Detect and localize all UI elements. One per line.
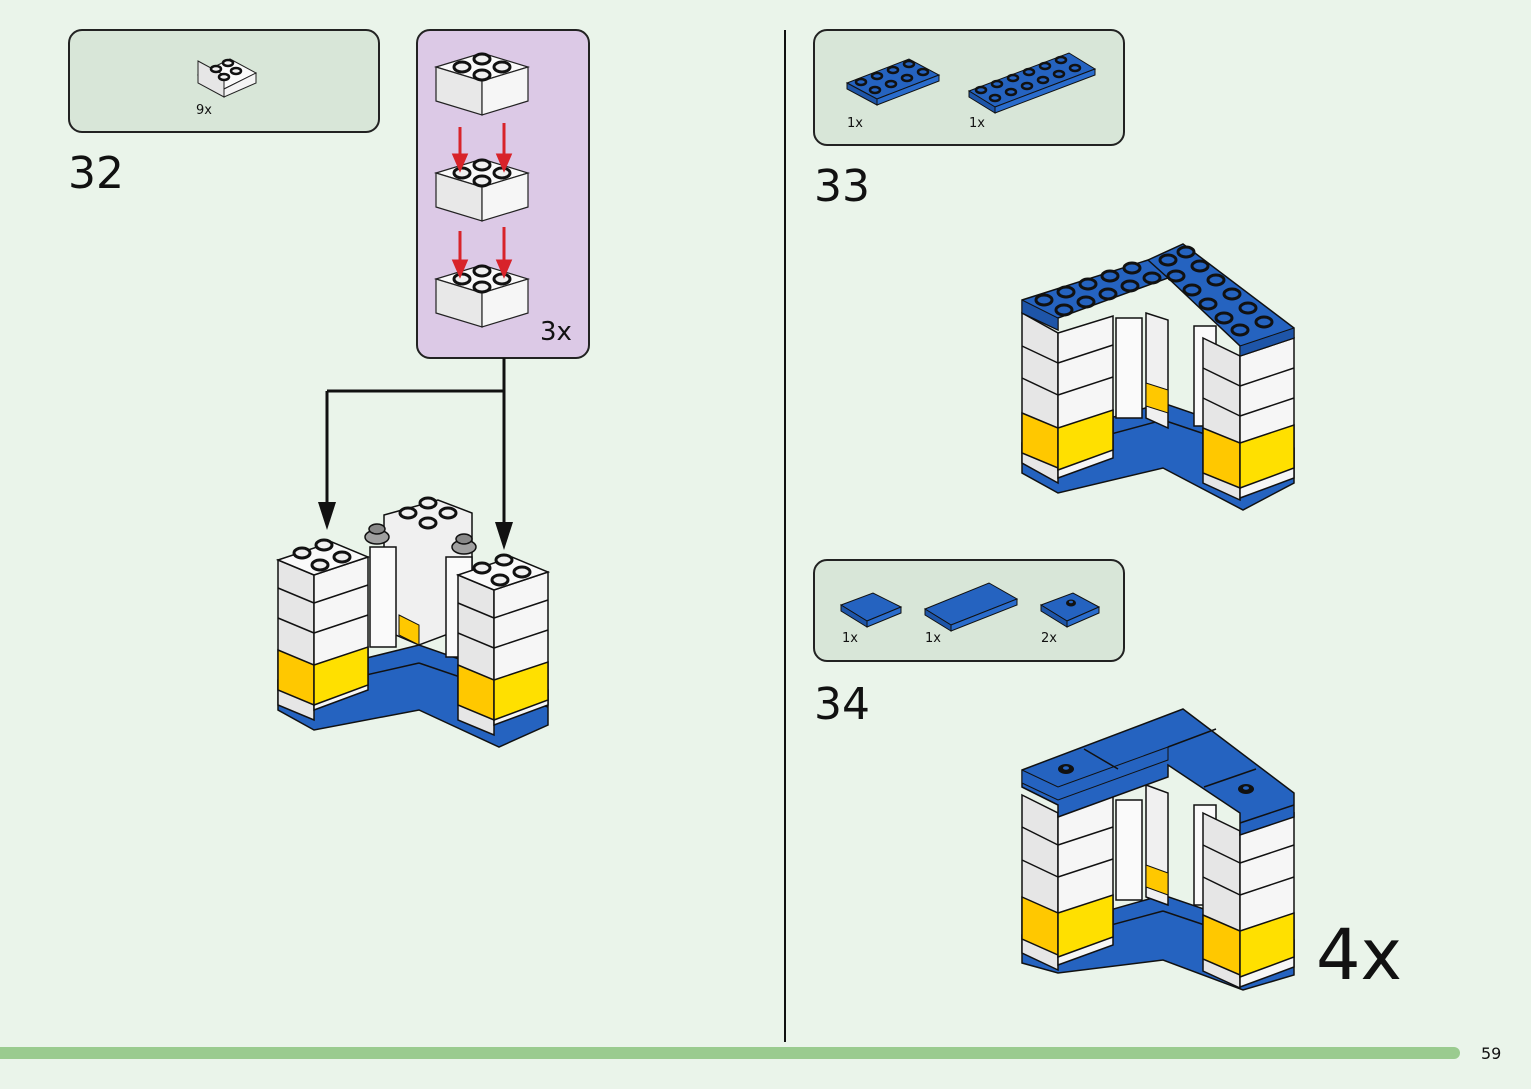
part-qty: 1x	[842, 631, 858, 646]
part-qty: 2x	[1041, 631, 1057, 646]
blue-jumper-plate-icon	[1039, 592, 1101, 628]
step-32-parts-callout: 9x	[68, 29, 380, 133]
step-34-model	[1021, 708, 1295, 991]
footer-progress-bar	[0, 1047, 1460, 1059]
part-qty: 1x	[847, 116, 863, 131]
part-qty: 1x	[925, 631, 941, 646]
part-qty: 9x	[196, 103, 212, 118]
placement-arrows	[318, 358, 513, 550]
page-divider	[784, 30, 786, 1042]
sub-assembly-brick-stack	[434, 51, 530, 329]
arrow-head-left	[318, 502, 336, 530]
arrow-head-right	[495, 522, 513, 550]
white-brick-2x2-icon	[196, 58, 258, 98]
blue-plate-2x6-icon	[967, 52, 1097, 114]
step-number: 34	[814, 679, 870, 730]
part-qty: 1x	[969, 116, 985, 131]
step-33-parts-callout: 1x 1x	[813, 29, 1125, 146]
sub-assembly-multiplier: 3x	[540, 317, 572, 347]
step-33-model	[1021, 243, 1295, 511]
step-34-parts-callout: 1x 1x 2x	[813, 559, 1125, 662]
step-number: 32	[68, 148, 124, 199]
step-34-multiplier: 4x	[1316, 914, 1402, 996]
sub-assembly-callout: 3x	[416, 29, 590, 359]
blue-tile-2x2-icon	[839, 592, 903, 628]
blue-tile-2x4-icon	[923, 582, 1019, 632]
step-number: 33	[814, 161, 870, 212]
blue-plate-2x4-icon	[845, 58, 941, 106]
page-number: 59	[1481, 1044, 1502, 1063]
step-32-model	[275, 496, 551, 748]
